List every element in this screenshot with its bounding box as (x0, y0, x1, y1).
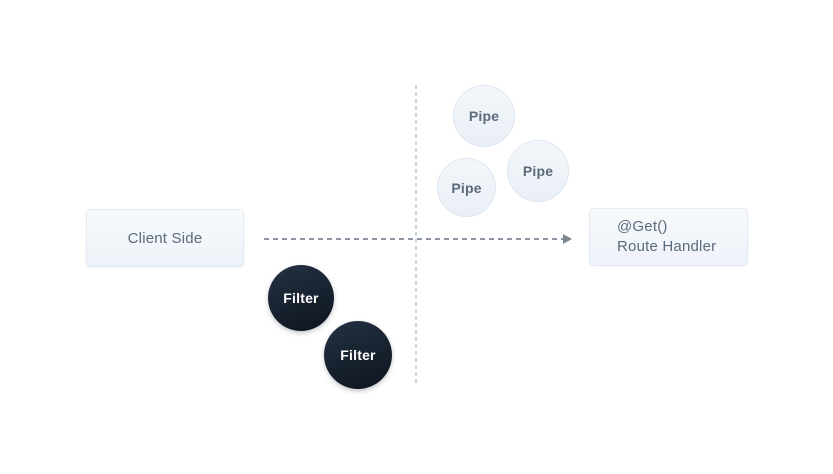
filter-label: Filter (283, 290, 319, 306)
client-side-node: Client Side (86, 209, 244, 267)
pipe-label: Pipe (522, 163, 554, 179)
client-side-label: Client Side (127, 229, 203, 247)
pipe-label: Pipe (451, 179, 482, 196)
arrowhead-icon (563, 234, 572, 244)
filter-label: Filter (340, 347, 376, 363)
vertical-divider-line (415, 85, 417, 385)
pipe-circle: Pipe (453, 85, 515, 147)
route-handler-node: @Get() Route Handler (589, 208, 748, 266)
route-handler-label: Route Handler (617, 238, 717, 255)
filter-circle: Filter (324, 321, 392, 389)
route-handler-decorator-label: @Get() (617, 218, 668, 235)
pipe-circle: Pipe (437, 158, 496, 217)
request-flow-dashed-line (264, 238, 563, 240)
pipe-circle: Pipe (507, 140, 569, 202)
filter-circle: Filter (268, 265, 334, 331)
pipe-label: Pipe (468, 108, 500, 124)
